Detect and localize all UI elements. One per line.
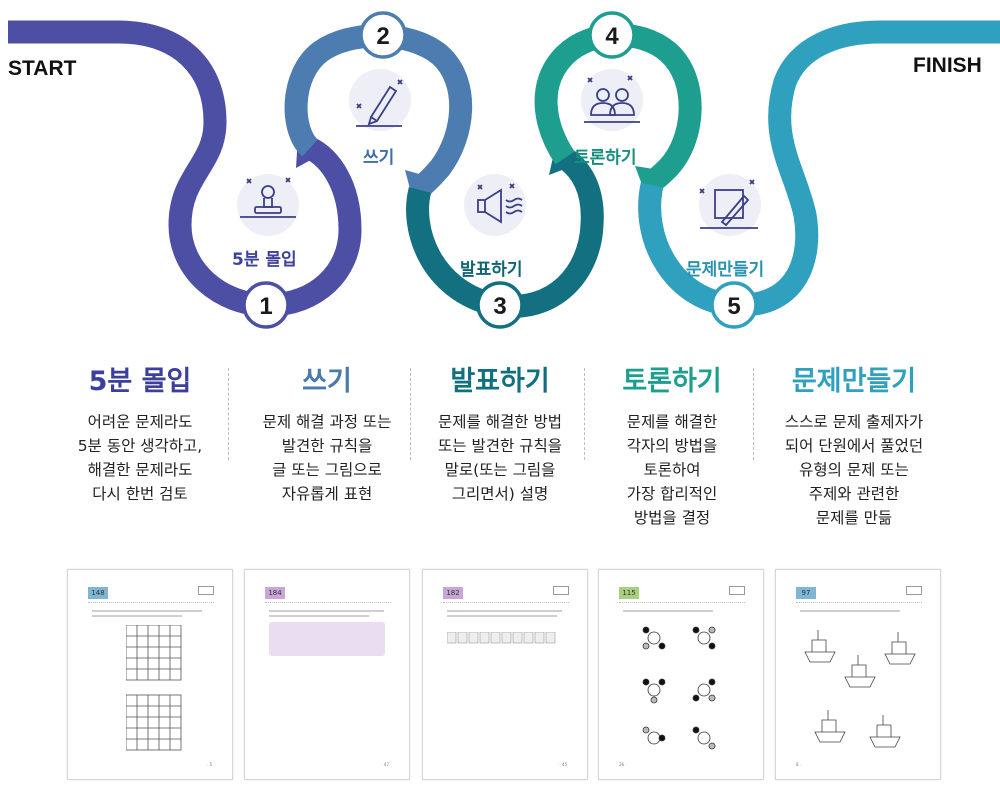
workbook-page-thumbnail-3: 182 · 45 [422, 569, 588, 780]
draw-frame-icon [699, 174, 761, 236]
workbook-page-thumbnail-2: 184 · 47 [244, 569, 410, 780]
flow-band-step3 [406, 148, 604, 318]
flow-band-step1 [8, 20, 362, 317]
workbook-page-thumbnail-4: 115 26 · [598, 569, 764, 780]
start-label: START [8, 57, 77, 80]
column-desc-2: 문제 해결 과정 또는 발견한 규칙을 글 또는 그림으로 자유롭게 표현 [262, 413, 392, 503]
finish-label: FINISH [913, 54, 982, 77]
column-divider [410, 368, 411, 460]
flow-label-step3: 발표하기 [460, 260, 523, 280]
pencil-icon [349, 69, 411, 131]
flow-label-step1: 5분 몰입 [232, 250, 297, 270]
column-divider [584, 368, 585, 460]
grid-puzzle-figure [126, 625, 182, 751]
flow-band-step4 [534, 23, 702, 192]
column-title-5: 문제만들기 [791, 366, 917, 397]
flow-band-step2 [284, 24, 473, 197]
flow-label-step5: 문제만들기 [686, 260, 765, 280]
page-number-badge: 184 [265, 587, 285, 599]
column-title-1: 5분 몰입 [88, 366, 192, 397]
step-number-5: 5 [710, 281, 758, 329]
flow-label-step2: 쓰기 [363, 148, 395, 168]
step-number-4: 4 [588, 11, 636, 59]
circle-dots-figure [642, 626, 716, 750]
svg-text:1: 1 [259, 293, 272, 320]
column-title-4: 토론하기 [622, 366, 722, 397]
svg-text:3: 3 [493, 293, 506, 320]
column-desc-1: 어려운 문제라도 5분 동안 생각하고, 해결한 문제라도 다시 한번 검토 [77, 413, 203, 503]
column-divider [228, 368, 229, 460]
svg-text:2: 2 [376, 23, 389, 50]
step-number-1: 1 [242, 281, 290, 329]
step-number-3: 3 [476, 281, 524, 329]
step-number-2: 2 [359, 11, 407, 59]
page-number-badge: 148 [88, 587, 108, 599]
flow-band-step5 [638, 20, 1000, 317]
number-card-row [447, 632, 556, 644]
column-title-3: 발표하기 [450, 366, 550, 397]
page-number-badge: 182 [443, 587, 463, 599]
svg-text:5: 5 [727, 293, 740, 320]
page-number-badge: 115 [619, 587, 639, 599]
svg-text:4: 4 [605, 23, 619, 50]
workbook-page-thumbnail-1: 148 · 5 [67, 569, 233, 780]
column-desc-4: 문제를 해결한 각자의 방법을 토론하여 가장 합리적인 방법을 결정 [626, 413, 718, 527]
stamp-icon [237, 174, 299, 236]
workbook-page-thumbnail-5: 97 8 · [775, 569, 941, 780]
page-number-badge: 97 [796, 587, 816, 599]
megaphone-icon [464, 174, 526, 236]
column-desc-5: 스스로 문제 출제자가 되어 단원에서 풀었던 유형의 문제 또는 주제와 관련… [784, 413, 924, 527]
column-desc-3: 문제를 해결한 방법 또는 발견한 규칙을 말로(또는 그림을 그리면서) 설명 [438, 413, 562, 503]
column-title-2: 쓰기 [302, 366, 352, 397]
ship-drawing-figure [804, 630, 916, 748]
flow-diagram: 1 2 3 4 5 [8, 11, 1000, 329]
people-icon [581, 69, 643, 131]
flow-label-step4: 토론하기 [574, 148, 637, 168]
column-divider [753, 368, 754, 460]
